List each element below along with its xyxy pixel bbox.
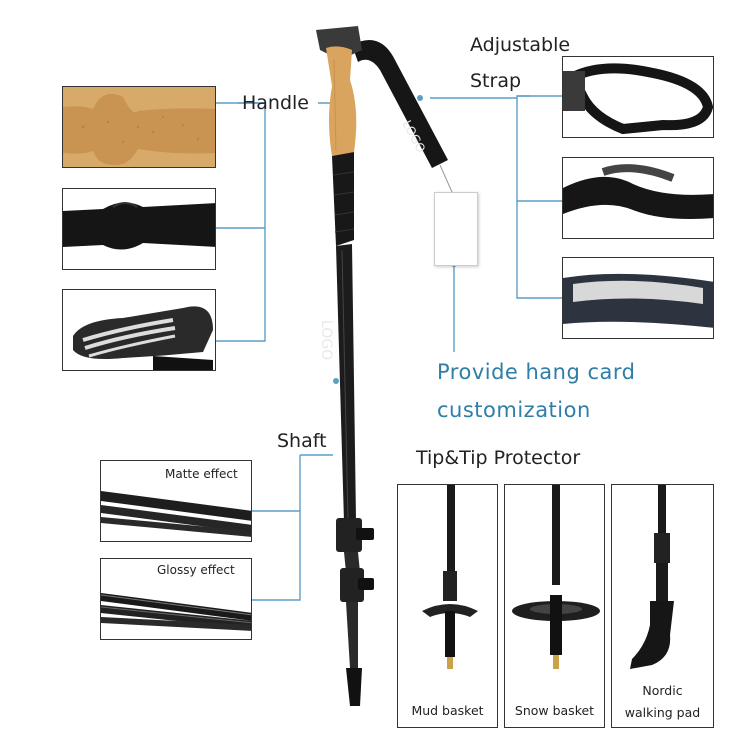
handle-grip-detail — [62, 289, 216, 371]
glossy-effect-detail: Glossy effect — [100, 558, 252, 640]
adjustable-label: Adjustable — [470, 34, 571, 56]
shaft-logo: LOGO — [318, 320, 334, 361]
hang-card — [434, 192, 478, 266]
mud-basket-label: Mud basket — [411, 703, 484, 718]
mud-basket-image — [398, 485, 497, 727]
snow-basket-image — [505, 485, 604, 727]
nordic-pad-detail: Nordic walking pad — [611, 484, 714, 728]
hang-card-label-1: Provide hang card — [437, 360, 636, 384]
matte-shaft-image — [101, 461, 251, 541]
snow-basket-detail: Snow basket — [504, 484, 605, 728]
nordic-label-1: Nordic — [642, 683, 683, 698]
glossy-shaft-image — [101, 559, 251, 639]
strap-image-2 — [563, 158, 713, 238]
strap-detail-1 — [562, 56, 714, 138]
strap-image-1 — [563, 57, 713, 137]
shaft-label: Shaft — [277, 430, 327, 452]
matte-effect-detail: Matte effect — [100, 460, 252, 542]
nordic-label-2: walking pad — [624, 705, 701, 720]
hang-card-label-2: customization — [437, 398, 591, 422]
glossy-effect-label: Glossy effect — [157, 563, 235, 577]
nordic-pad-image — [612, 485, 713, 727]
strap-image-3 — [563, 258, 713, 338]
strap-label: Strap — [470, 70, 522, 92]
mud-basket-detail: Mud basket — [397, 484, 498, 728]
handle-label: Handle — [242, 92, 310, 114]
handle-foam-detail — [62, 188, 216, 270]
handle-cork-detail — [62, 86, 216, 168]
matte-effect-label: Matte effect — [165, 467, 238, 481]
cork-texture-image — [63, 87, 215, 167]
rubber-grip-image — [63, 290, 215, 370]
snow-basket-label: Snow basket — [514, 703, 595, 718]
strap-detail-2 — [562, 157, 714, 239]
foam-grip-image — [63, 189, 215, 269]
strap-detail-3 — [562, 257, 714, 339]
tip-protector-title: Tip&Tip Protector — [416, 447, 581, 469]
